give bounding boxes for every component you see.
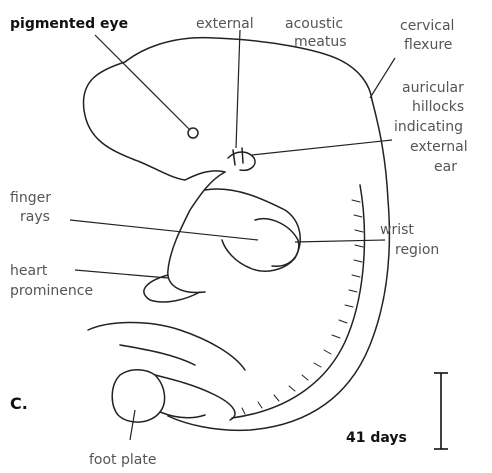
heart-prominence-outline	[144, 275, 200, 302]
label-foot-plate: foot plate	[89, 452, 156, 468]
leader-heart-prominence	[75, 270, 168, 278]
label-hillocks: hillocks	[412, 99, 464, 115]
leader-cervical-flexure	[370, 58, 395, 98]
lower-limb-outline	[155, 375, 235, 420]
label-wrist: wrist	[380, 222, 414, 238]
scale-bar-label: 41 days	[346, 430, 407, 446]
label-finger: finger	[10, 190, 51, 206]
label-flexure: flexure	[404, 37, 452, 53]
label-external-2: external	[410, 139, 468, 155]
leader-foot-plate	[130, 410, 135, 440]
upper-limb-outline	[205, 189, 300, 271]
label-pigmented-eye: pigmented eye	[10, 16, 128, 32]
label-rays: rays	[20, 209, 50, 225]
scale-bar	[434, 373, 448, 449]
label-heart: heart	[10, 263, 47, 279]
leader-lines	[70, 30, 395, 440]
embryo-spine-ridge	[232, 185, 364, 418]
label-acoustic: acoustic	[285, 16, 343, 32]
lower-body-outline-2	[120, 345, 195, 365]
lower-body-outline	[88, 323, 245, 371]
label-meatus: meatus	[294, 34, 347, 50]
hand-plate-outline	[255, 219, 299, 267]
auricular-hillocks-mark	[228, 152, 255, 170]
external-acoustic-meatus-mark	[233, 148, 243, 165]
leader-finger-rays	[70, 220, 258, 240]
somite-marks	[242, 200, 363, 414]
leader-external-acoustic-meatus	[236, 30, 240, 148]
leader-auricular-hillocks	[252, 140, 392, 155]
label-prominence: prominence	[10, 283, 93, 299]
leader-wrist-region	[295, 240, 385, 242]
label-ear: ear	[434, 159, 457, 175]
label-region: region	[395, 242, 439, 258]
label-cervical: cervical	[400, 18, 454, 34]
foot-plate-outline	[112, 370, 164, 422]
label-external: external	[196, 16, 254, 32]
embryo-front-outline	[168, 172, 225, 293]
label-indicating: indicating	[394, 119, 463, 135]
embryo-back-outline	[168, 100, 389, 430]
leader-pigmented-eye	[95, 35, 190, 130]
panel-letter: C.	[10, 396, 28, 412]
tail-outline	[160, 412, 205, 418]
label-auricular: auricular	[402, 80, 464, 96]
